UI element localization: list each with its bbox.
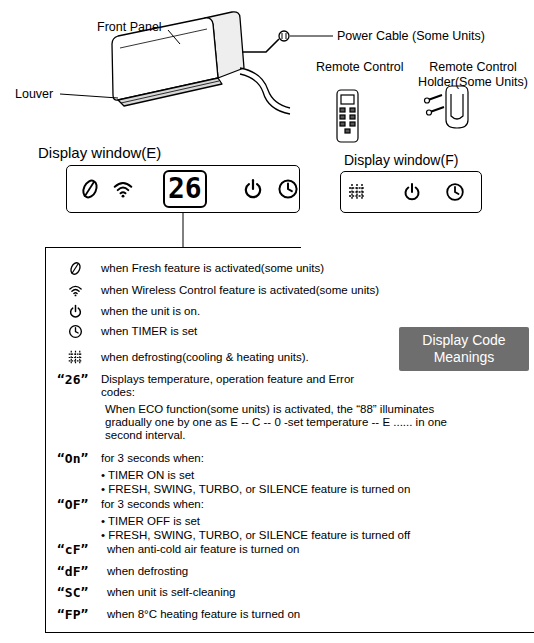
timer-icon — [279, 180, 296, 197]
remote-button — [345, 129, 350, 133]
timer-icon — [447, 184, 463, 200]
display-code: “dF” — [57, 565, 88, 578]
remote-button — [340, 122, 345, 126]
code-meaning: • FRESH, SWING, TURBO, or SILENCE featur… — [101, 529, 410, 542]
remote-button — [350, 115, 355, 119]
display-code: “26” — [57, 373, 88, 386]
code-meaning: when TIMER is set — [101, 325, 197, 338]
code-meaning: when Wireless Control feature is activat… — [101, 284, 379, 297]
leader-line — [290, 36, 333, 37]
leader-line — [60, 94, 118, 98]
part-label: Power Cable (Some Units) — [337, 29, 485, 44]
holder-body — [446, 86, 468, 128]
power-icon — [71, 306, 81, 318]
badge-title: Display Code Meanings — [403, 332, 525, 366]
louver — [118, 78, 222, 106]
remote-control-holder — [425, 86, 469, 128]
leader-line — [168, 30, 180, 44]
power-cable — [242, 39, 279, 52]
plug-prongs — [282, 33, 286, 39]
fresh-icon — [81, 178, 99, 199]
window-heading: Display window(F) — [344, 152, 458, 168]
display-window-e: Display window(E)26 — [66, 165, 300, 213]
display-window-f: Display window(F) — [340, 171, 482, 213]
remote-button — [340, 108, 345, 112]
screw-head — [427, 110, 432, 115]
code-meaning: when Fresh feature is activated(some uni… — [101, 262, 324, 275]
code-meaning: when unit is self-cleaning — [107, 586, 236, 599]
code-meaning: • FRESH, SWING, TURBO, or SILENCE featur… — [101, 483, 410, 496]
display-code: “cF” — [57, 543, 88, 556]
wireless-icon — [70, 286, 81, 296]
code-meaning: when defrosting(cooling & heating units)… — [101, 351, 309, 364]
code-meaning: when defrosting — [107, 565, 188, 578]
display-code: “On” — [57, 452, 88, 465]
remote-control — [337, 90, 358, 142]
window-heading: Display window(E) — [38, 144, 161, 161]
remote-screen — [341, 95, 354, 104]
panel-top-line — [45, 247, 301, 248]
code-meaning: • TIMER ON is set — [101, 469, 194, 482]
remote-button — [350, 108, 355, 112]
part-label: Remote Control — [316, 60, 404, 75]
code-meaning: • TIMER OFF is set — [101, 515, 200, 528]
screw — [428, 95, 444, 112]
code-meaning: Displays temperature, operation feature … — [101, 373, 363, 399]
defrost-icon — [69, 351, 83, 365]
leader-line — [60, 30, 333, 98]
drain-hose — [240, 68, 290, 114]
part-label: Front Panel — [97, 20, 162, 35]
fresh-icon — [69, 261, 82, 275]
display-code: “FP” — [57, 608, 88, 621]
connector-line — [183, 213, 184, 247]
code-meaning: for 3 seconds when: — [101, 498, 204, 511]
list-icons — [69, 261, 83, 364]
meanings-badge: Display Code Meanings — [399, 327, 529, 371]
code-meanings-panel: Display Code Meanings when Fresh feature … — [45, 247, 534, 633]
display-icons-f — [349, 184, 463, 200]
defrost-icon — [349, 184, 365, 200]
remote-button — [350, 122, 355, 126]
code-meaning: When ECO function(some units) is activat… — [105, 403, 455, 442]
display-code: “SC” — [57, 586, 88, 599]
timer-icon — [70, 326, 82, 338]
code-meaning: for 3 seconds when: — [101, 452, 204, 465]
temperature-digits: 26 — [163, 170, 207, 208]
power-icon — [406, 184, 419, 199]
remote-button — [340, 115, 345, 119]
part-label: Louver — [15, 87, 53, 102]
code-meaning: when 8°C heating feature is turned on — [107, 608, 300, 621]
display-code: “OF” — [57, 498, 88, 511]
code-meaning: when anti-cold air feature is turned on — [107, 543, 299, 556]
code-meaning: when the unit is on. — [101, 305, 200, 318]
screw-head — [425, 98, 430, 103]
holder-slot — [451, 94, 463, 119]
louver-slat — [121, 81, 219, 103]
remote-body — [337, 90, 358, 142]
part-label: Remote Control Holder(Some Units) — [416, 60, 530, 90]
wireless-icon — [115, 183, 132, 198]
power-icon — [246, 180, 260, 197]
power-plug — [279, 31, 289, 41]
